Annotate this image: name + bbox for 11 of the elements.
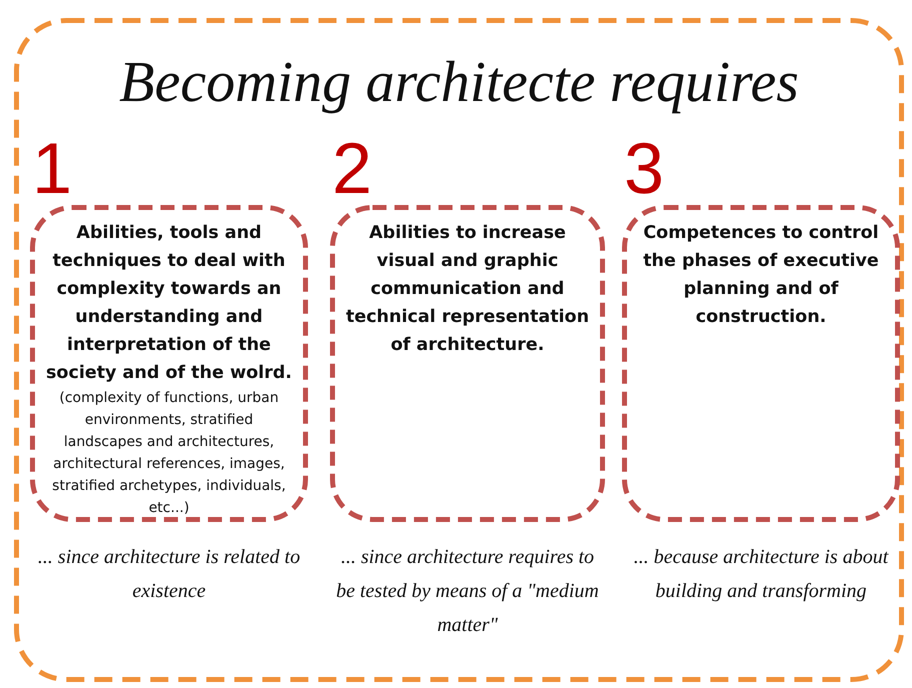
number-heading: 2 [332, 133, 372, 205]
heading-text: Abilities, tools and techniques to deal with complexity towards an understanding and interpretation of the society and of the wolrd. [45, 222, 293, 385]
caption-text: ... since architecture is related to existence [36, 545, 302, 604]
note-text: (complexity of functions, urban environments, stratified landscapes and architectures, architectural references, images, stratified archetypes, individuals, etc...) [51, 389, 287, 518]
caption-text: ... because architecture is about building and transforming [632, 545, 890, 604]
heading-text: Competences to control the phases of executive planning and of construction. [642, 222, 880, 329]
number-heading: 3 [624, 133, 664, 205]
heading-text: Abilities to increase visual and graphic communication and technical representation of architecture. [344, 222, 590, 357]
number-heading: 1 [32, 133, 72, 205]
caption-text: ... since architecture requires to be tested by means of a "medium matter" [335, 545, 600, 638]
title: Becoming architecte requires [118, 48, 800, 115]
